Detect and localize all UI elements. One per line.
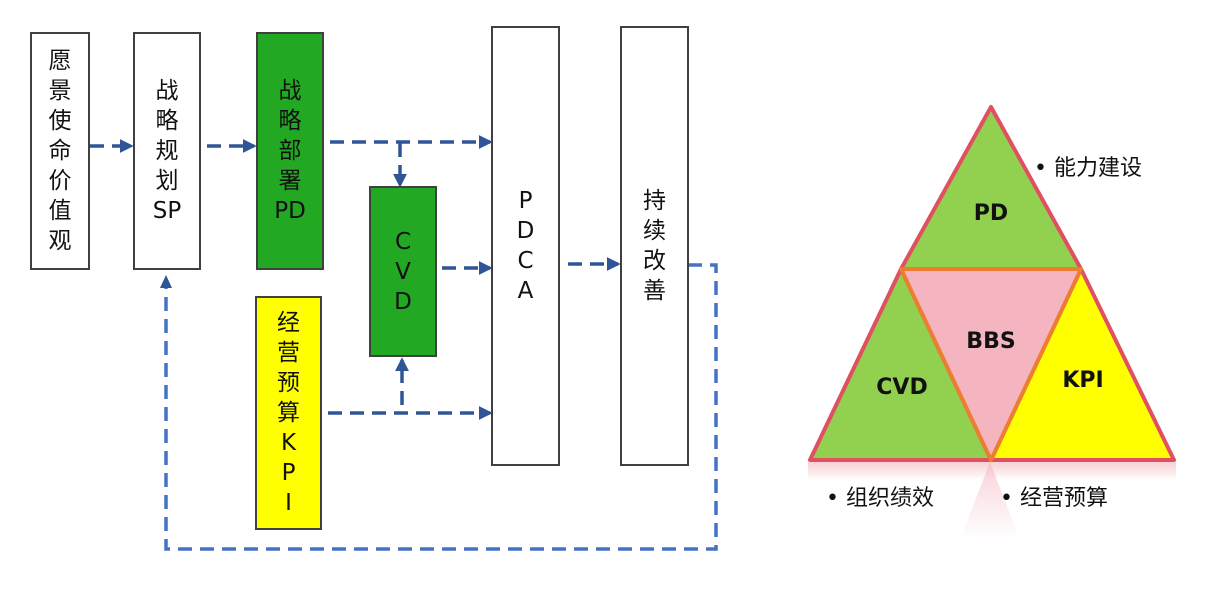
triangle-label-pd: PD [974,201,1008,226]
box-strategic-planning-sp: 战 略 规 划 SP [133,32,201,270]
box-pdca-label: P D C A [516,188,535,304]
annotation-capability-building: • 能力建设 [1034,156,1142,181]
feedback-loop-arrowhead [160,275,172,288]
box-cvd: C V D [369,186,437,357]
annotation-org-performance: • 组织绩效 [826,486,934,511]
triangle-segment-bbs [899,267,1083,462]
box-cvd-label: C V D [394,228,412,315]
box-improve-label: 持 续 改 善 [643,188,666,304]
box-strategic-deployment-pd: 战 略 部 署 PD [256,32,324,270]
triangle-label-kpi: KPI [1062,368,1103,393]
triangle-reflection [960,462,1020,540]
feedback-loop-line [164,263,718,551]
triangle-label-cvd: CVD [876,375,927,400]
box-sp-label: 战 略 规 划 SP [152,78,182,224]
triangle-segment-pd [899,105,1083,271]
box-operating-budget-kpi: 经 营 预 算 K P I [255,296,322,530]
triangle-label-bbs: BBS [966,329,1015,354]
box-pd-label: 战 略 部 署 PD [274,78,306,224]
box-vision-mission-values: 愿 景 使 命 价 值 观 [30,32,90,270]
annotation-operating-budget: • 经营预算 [1000,486,1108,511]
box-continuous-improvement: 持 续 改 善 [620,26,689,466]
box-pdca: P D C A [491,26,560,466]
box-vision-label: 愿 景 使 命 价 值 观 [48,48,72,254]
box-budget-label: 经 营 预 算 K P I [277,310,300,516]
